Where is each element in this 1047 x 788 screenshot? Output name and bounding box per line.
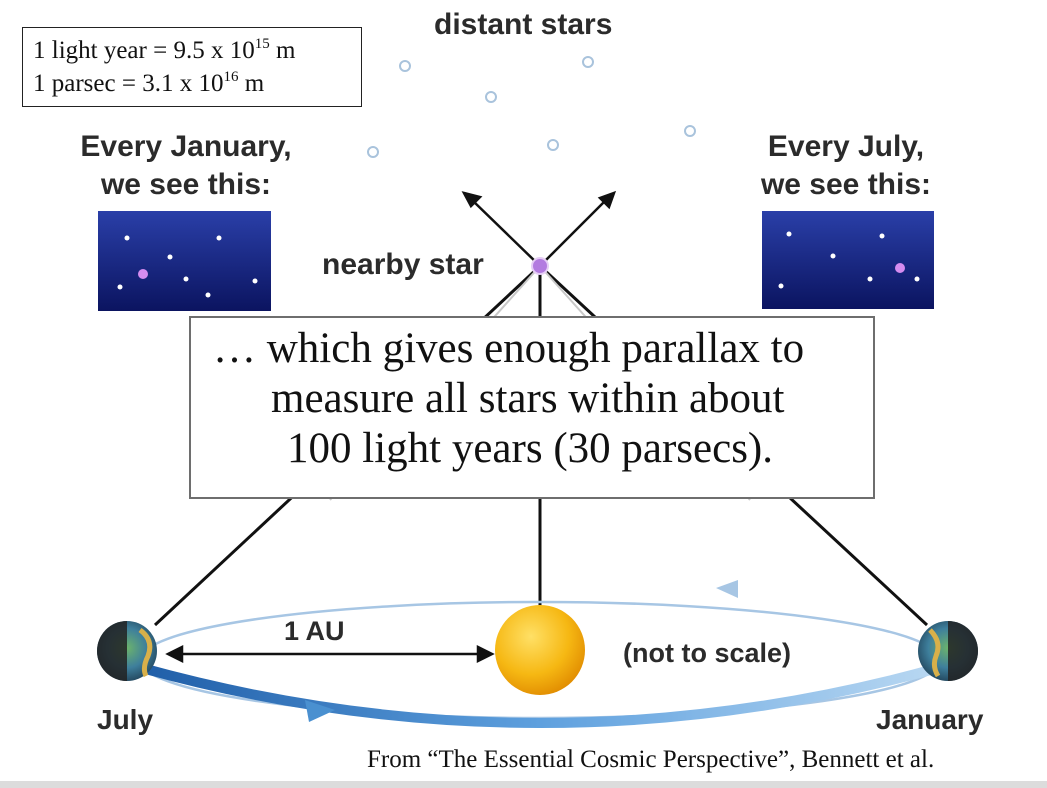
callout-line2: measure all stars within about [271, 375, 785, 422]
january-caption-line2: we see this: [100, 168, 272, 201]
light-year-conversion: 1 light year = 9.5 x 1015 m [33, 34, 351, 67]
earth-july [97, 621, 157, 681]
unit-conversion-box: 1 light year = 9.5 x 1015 m 1 parsec = 3… [22, 27, 362, 107]
footer-bar [0, 781, 1047, 788]
july-caption-line1: Every July, [767, 130, 925, 163]
earth-january [918, 621, 978, 681]
light-year-text: 1 light year = 9.5 x 10 [33, 37, 255, 64]
parsec-unit: m [238, 70, 265, 97]
nearby-star [531, 257, 549, 275]
january-caption-line1: Every January, [80, 130, 292, 163]
distant-star [399, 60, 411, 72]
parsec-exponent: 16 [223, 69, 239, 85]
parsec-conversion: 1 parsec = 3.1 x 1016 m [33, 67, 351, 100]
callout-line3: 100 light years (30 parsecs). [287, 425, 773, 472]
july-label: July [97, 704, 154, 735]
distant-star [684, 125, 696, 137]
nearby-star-image-jan [138, 269, 148, 279]
july-caption: Every July, we see this: [700, 128, 992, 204]
distant-star [485, 91, 497, 103]
distant-star [582, 56, 594, 68]
extended-sight-lines [461, 190, 617, 267]
distant-stars-group [367, 56, 696, 158]
january-label: January [876, 704, 984, 735]
parallax-callout: … which gives enough parallax to measure… [189, 316, 875, 499]
distant-star [367, 146, 379, 158]
light-year-exponent: 15 [254, 36, 270, 52]
july-sky-view [762, 211, 934, 309]
callout-line1: … which gives enough parallax to [213, 325, 805, 372]
distant-stars-label: distant stars [434, 8, 613, 41]
au-label: 1 AU [284, 616, 345, 646]
not-to-scale-label: (not to scale) [623, 638, 792, 668]
distant-star [547, 139, 559, 151]
orbit-direction-arrow [716, 580, 738, 598]
july-caption-line2: we see this: [760, 168, 932, 201]
nearby-star-image-jul [895, 263, 905, 273]
light-year-unit: m [269, 37, 296, 64]
parsec-text: 1 parsec = 3.1 x 10 [33, 70, 224, 97]
source-credit: From “The Essential Cosmic Perspective”,… [367, 746, 935, 773]
au-distance-arrow [165, 644, 495, 664]
sun [495, 605, 585, 695]
nearby-star-label: nearby star [322, 248, 484, 281]
january-sky-view [98, 211, 271, 311]
january-caption: Every January, we see this: [40, 128, 332, 204]
orbit-direction-arrow [305, 700, 335, 722]
